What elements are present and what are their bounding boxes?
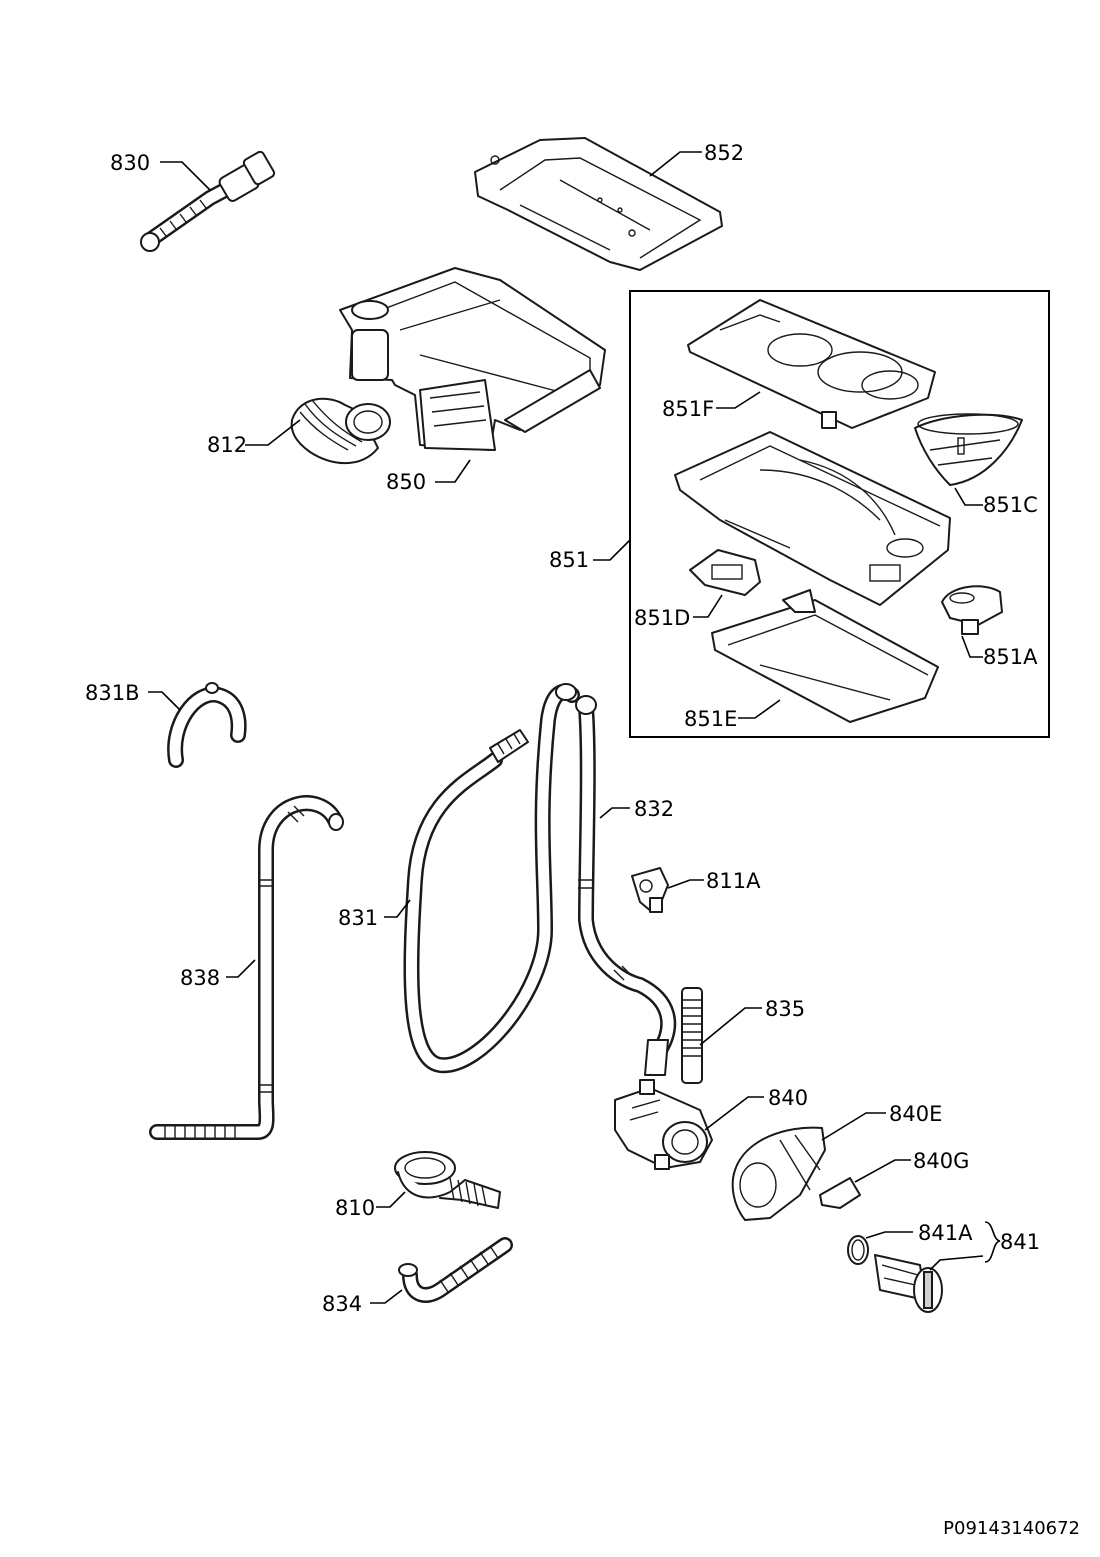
label-838: 838 [180,966,220,990]
part-841-filter [874,1254,943,1313]
label-811A: 811A [706,869,761,893]
part-852-cover-plate [474,137,723,271]
part-851C-softener-cup [914,413,1023,486]
label-851A: 851A [983,645,1038,669]
part-810-sump-bellows [394,1151,501,1209]
label-851D: 851D [634,606,690,630]
label-851F: 851F [662,397,714,421]
part-831B-hose-bracket [167,682,247,768]
callout-labels: 830 852 812 850 851 851F 851C 851D 851A … [85,141,1040,1316]
label-851C: 851C [983,493,1038,517]
label-852: 852 [704,141,744,165]
label-832: 832 [634,797,674,821]
part-851-drawer-body [674,431,951,606]
label-831B: 831B [85,681,140,705]
label-851: 851 [549,548,589,572]
leader-lines [148,151,1001,1304]
part-838-drain-hose [149,795,344,1140]
label-841: 841 [1000,1230,1040,1254]
part-840-drain-pump [614,1079,713,1170]
part-840G-clip [819,1177,861,1209]
label-834: 834 [322,1292,362,1316]
label-812: 812 [207,433,247,457]
part-832-hose [575,695,677,1076]
part-834-corrugated-hose [398,1237,513,1303]
label-841A: 841A [918,1221,973,1245]
label-835: 835 [765,997,805,1021]
label-810: 810 [335,1196,375,1220]
label-830: 830 [110,151,150,175]
label-851E: 851E [684,707,737,731]
label-840: 840 [768,1086,808,1110]
part-812-bellows-hose [290,397,391,465]
part-851A-cap [941,585,1003,635]
label-831: 831 [338,906,378,930]
document-code: P09143140672 [943,1518,1080,1539]
part-830-inlet-hose [140,150,276,252]
label-840G: 840G [913,1149,969,1173]
label-850: 850 [386,470,426,494]
label-840E: 840E [889,1102,942,1126]
part-811A-sensor [631,867,669,913]
part-831-loop-hose [403,683,580,1074]
part-851D-siphon-insert [689,549,761,596]
part-850-dispenser-housing [339,267,606,451]
part-841A-seal [847,1235,869,1265]
assembly-851-box [629,290,1050,738]
part-835-corrugated-pipe [681,987,703,1084]
part-851E-drawer-tray [711,589,939,723]
part-851F-top-cover [687,299,936,429]
part-840E-pump-cover [731,1126,826,1221]
